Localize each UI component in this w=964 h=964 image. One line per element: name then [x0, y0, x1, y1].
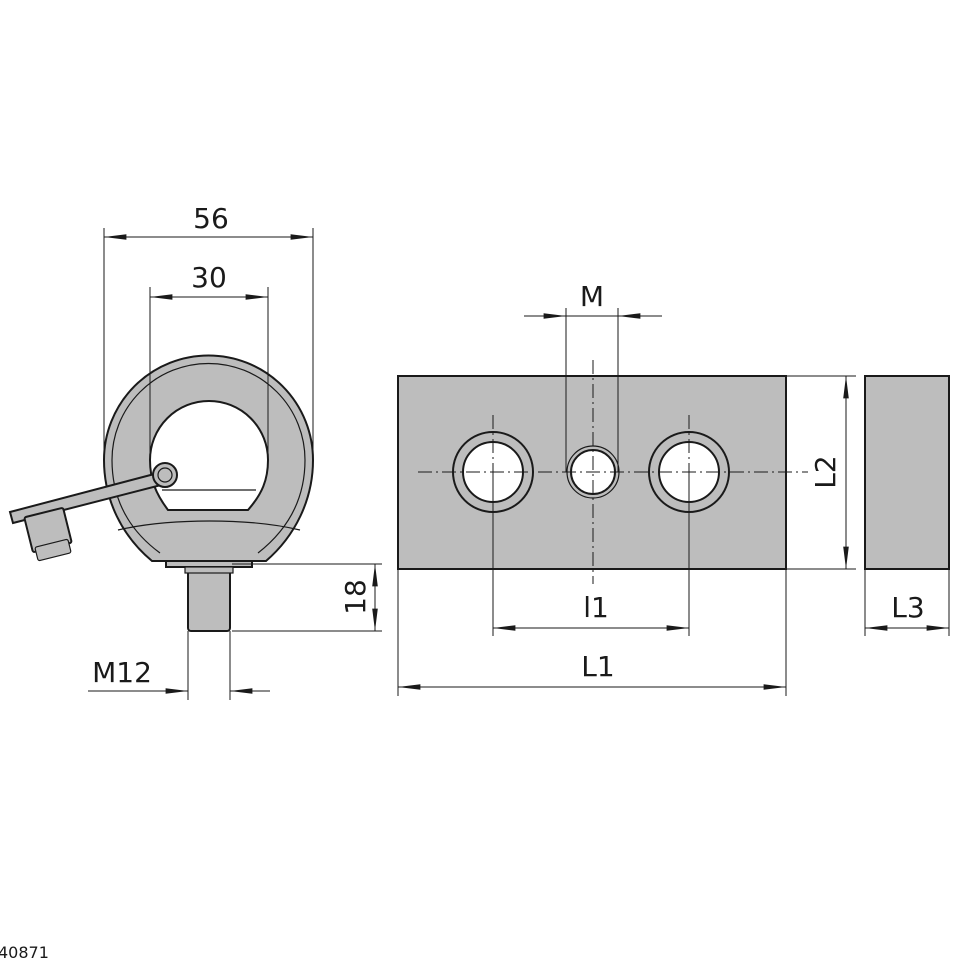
- bar-side-view: L3: [864, 375, 950, 636]
- dim-30-label: 30: [191, 261, 227, 294]
- dim-L2-label: L2: [809, 455, 842, 488]
- dim-L1-label: L1: [581, 650, 614, 683]
- dim-18-label: 18: [339, 579, 372, 615]
- eye-bolt-ring-face-line: [117, 520, 301, 531]
- eye-bolt-shank: [187, 566, 231, 632]
- dim-m12-label: M12: [92, 656, 152, 689]
- bar-side-body: [864, 375, 950, 570]
- bar-front-view: M l1 L1 L2: [397, 280, 856, 696]
- eye-bolt-ring: [102, 354, 315, 562]
- drawing-id: 40871: [0, 943, 49, 962]
- dim-L3-label: L3: [891, 591, 924, 624]
- dim-56-label: 56: [193, 202, 229, 235]
- dim-m-label: M: [580, 280, 604, 313]
- lanyard-pin: [8, 462, 178, 562]
- eye-bolt-view: 56 30 18 M12: [8, 202, 382, 700]
- eye-bolt-shank-neck: [184, 566, 234, 574]
- eye-bolt-ring-inner-edge: [111, 362, 306, 554]
- dim-l1-label: l1: [583, 591, 609, 624]
